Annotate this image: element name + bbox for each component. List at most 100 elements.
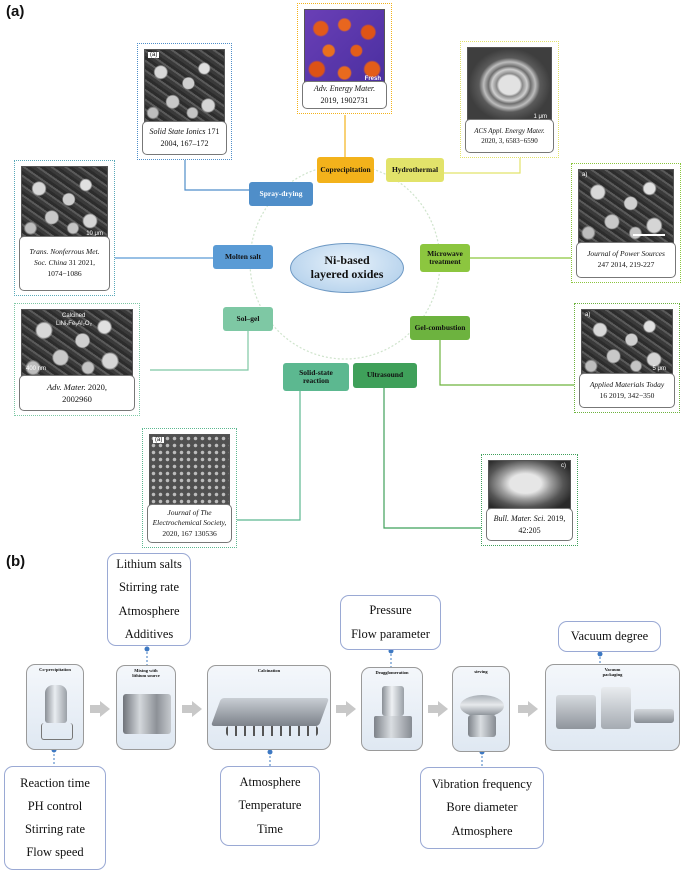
citation-journal: Adv. Energy Mater. [313,84,376,94]
method-gel-combustion: Gel-combustion [410,316,470,340]
sieve-icon [460,695,504,717]
params-deagglomeration: Pressure Flow parameter [340,595,441,650]
method-molten-salt: Molten salt [213,245,273,269]
step-title-line1: Mixing with [134,668,158,673]
sem-image-microwave: a) [578,169,674,245]
packer-tower [601,687,631,729]
citation-ref: 16 2019, 342−350 [599,390,655,400]
step-coprecipitation: Co-precipitation [26,664,84,750]
step-title: Co-precipitation [39,667,71,672]
line-ultrasound [383,388,484,529]
sieve-base [468,715,496,737]
method-microwave-line1: Microwave [427,248,463,258]
scale-bar [633,234,665,236]
step-title: Deagglomeration [375,670,409,675]
citation-journal-2: Soc. China [33,258,67,268]
param-text: Temperature [238,798,302,813]
kiln-legs [226,726,318,736]
line-solid-state [235,388,301,521]
params-sieving: Vibration frequency Bore diameter Atmosp… [420,767,544,849]
citation-journal: Applied Materials Today [589,379,665,389]
card-microwave: a) Journal of Power Sources 247 2014, 21… [571,163,681,283]
card-sol-gel: Calcined LiNiₓFeᵧAl₂O₂ 400 nm Adv. Mater… [14,303,140,416]
citation-ref: 2020, 167 130536 [162,528,217,538]
citation-journal: ACS Appl. Energy Mater. [474,126,545,135]
citation-journal: Trans. Nonferrous Met. [29,247,100,257]
param-text: Atmosphere [239,775,301,790]
param-text: Stirring rate [118,580,180,595]
param-text: Time [257,821,283,836]
citation-ref: 2002960 [62,394,92,404]
method-microwave: Microwave treatment [420,244,470,272]
citation-volume: 2019, [545,513,566,523]
param-text: Flow speed [26,845,84,860]
card-spray-drying: (a) Solid State Ionics 171 2004, 167–172 [137,43,232,160]
method-ultrasound: Ultrasound [353,363,417,388]
params-coprecipitation: Reaction time PH control Stirring rate F… [4,766,106,870]
card-ultrasound: c) Bull. Mater. Sci. 2019, 42:205 [481,454,578,546]
param-text: Stirring rate [24,822,86,836]
method-solid-state: Solid-state reaction [283,363,349,391]
method-sol-gel: Sol–gel [223,307,273,331]
image-label-calcined: Calcined [62,313,86,319]
line-spray-drying [184,160,257,191]
citation-volume: 31 2021, [66,258,96,268]
card-solid-state: (a) Journal of The Electrochemical Socie… [142,428,237,548]
panel-a-label: (a) [6,3,25,20]
step-title-line2: lithium source [132,672,160,678]
card-coprecipitation: Fresh Adv. Energy Mater. 2019, 1902731 [297,3,392,114]
param-text: Pressure [369,603,412,618]
citation-ultrasound: Bull. Mater. Sci. 2019, 42:205 [486,508,573,541]
step-title-line1: Vacuum [604,667,621,672]
citation-sol-gel: Adv. Mater. 2020, 2002960 [19,375,135,411]
citation-journal: Journal of Power Sources [587,249,665,259]
image-label-formula: LiNiₓFeᵧAl₂O₂ [56,321,92,327]
param-text: Bore diameter [446,800,518,815]
param-text: Atmosphere [451,823,513,838]
center-title-line2: layered oxides [310,267,384,281]
arrow-icon [90,701,110,717]
arrow-icon [428,701,448,717]
params-mixing: Lithium salts Stirring rate Atmosphere A… [107,553,191,646]
citation-journal-2: Electrochemical Society, [152,518,227,528]
citation-ref: 1074−1086 [47,268,82,278]
line-hydrothermal [430,157,521,174]
sem-image-spray-drying: (a) [144,49,225,125]
card-molten-salt: 10 μm Trans. Nonferrous Met. Soc. China … [14,160,115,296]
panel-b-label: (b) [6,553,26,570]
citation-volume: 2020, [85,381,108,392]
citation-ref: 2019, 1902731 [320,96,369,105]
citation-coprecipitation: Adv. Energy Mater. 2019, 1902731 [302,81,387,109]
reactor-stand [41,723,73,740]
sem-image-hydrothermal: 1 μm [467,47,552,123]
param-text: Flow parameter [351,626,430,641]
sem-image-sol-gel: Calcined LiNiₓFeᵧAl₂O₂ 400 nm [21,309,133,379]
param-text: Lithium salts [116,557,182,572]
method-solid-state-line2: reaction [302,376,330,385]
method-spray-drying: Spray-drying [249,182,313,206]
method-microwave-line2: treatment [429,257,461,266]
sem-image-gel-combustion: a) 5 μm [581,309,673,377]
param-text: Vacuum degree [570,628,649,643]
method-hydrothermal: Hydrothermal [386,158,444,182]
citation-volume: 171 [205,127,220,137]
mixer-icon [123,694,171,734]
citation-hydrothermal: ACS Appl. Energy Mater. 2020, 3, 6583−65… [465,119,554,153]
param-text: Reaction time [20,775,90,790]
sem-image-ultrasound: c) [488,460,571,512]
image-label-a: a) [585,312,591,318]
citation-ref: 2020, 3, 6583−6590 [481,137,538,145]
citation-spray-drying: Solid State Ionics 171 2004, 167–172 [142,121,227,155]
sem-image-molten-salt: 10 μm [21,166,108,240]
image-scale-5um: 5 μm [652,366,666,372]
citation-journal: Adv. Mater. [46,381,86,392]
param-text: Additives [124,626,174,641]
method-coprecipitation: Coprecipitation [317,157,374,183]
line-sol-gel [150,330,249,371]
sem-image-coprecipitation: Fresh [304,9,385,85]
arrow-icon [336,701,356,717]
